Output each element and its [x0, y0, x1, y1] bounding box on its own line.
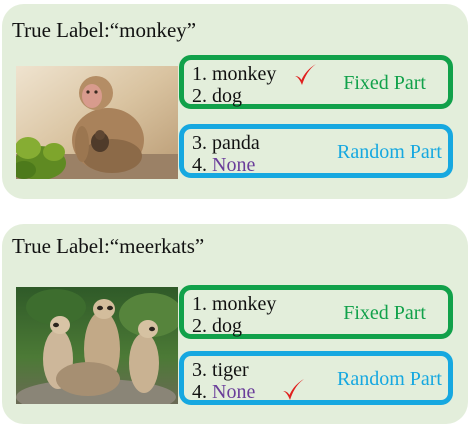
option-3: 3. panda [192, 132, 260, 154]
fixed-part-box: 1. monkey 2. dog Fixed Part [179, 55, 453, 109]
example-panel-meerkats: True Label:“meerkats” [2, 224, 468, 424]
true-label: True Label:“meerkats” [12, 234, 204, 259]
fixed-part-label: Fixed Part [343, 72, 426, 94]
option-3: 3. tiger [192, 359, 249, 381]
monkey-photo [16, 66, 178, 179]
option-2: 2. dog [192, 85, 242, 107]
option-4: 4. None [192, 381, 255, 403]
random-part-box: 3. panda 4. None Random Part [179, 124, 453, 178]
fixed-part-box: 1. monkey 2. dog Fixed Part [179, 285, 453, 339]
true-label-prefix: True Label: [12, 234, 110, 258]
option-4-prefix: 4. [192, 154, 212, 176]
option-1: 1. monkey [192, 293, 277, 315]
random-part-box: 3. tiger 4. None Random Part [179, 351, 453, 405]
true-label-value: “monkey” [109, 18, 197, 42]
option-4-none: None [212, 154, 256, 176]
meerkats-photo [16, 287, 178, 404]
true-label-value: “meerkats” [109, 234, 205, 258]
checkmark-icon [280, 377, 306, 403]
random-part-label: Random Part [337, 141, 442, 163]
example-panel-monkey: True Label:“monkey” [2, 4, 468, 199]
option-4-none: None [212, 381, 256, 403]
checkmark-icon [292, 62, 318, 88]
true-label: True Label:“monkey” [12, 18, 196, 43]
fixed-part-label: Fixed Part [343, 302, 426, 324]
option-1: 1. monkey [192, 63, 277, 85]
true-label-prefix: True Label: [12, 18, 110, 42]
option-2: 2. dog [192, 315, 242, 337]
option-4: 4. None [192, 154, 255, 176]
option-4-prefix: 4. [192, 381, 212, 403]
random-part-label: Random Part [337, 368, 442, 390]
